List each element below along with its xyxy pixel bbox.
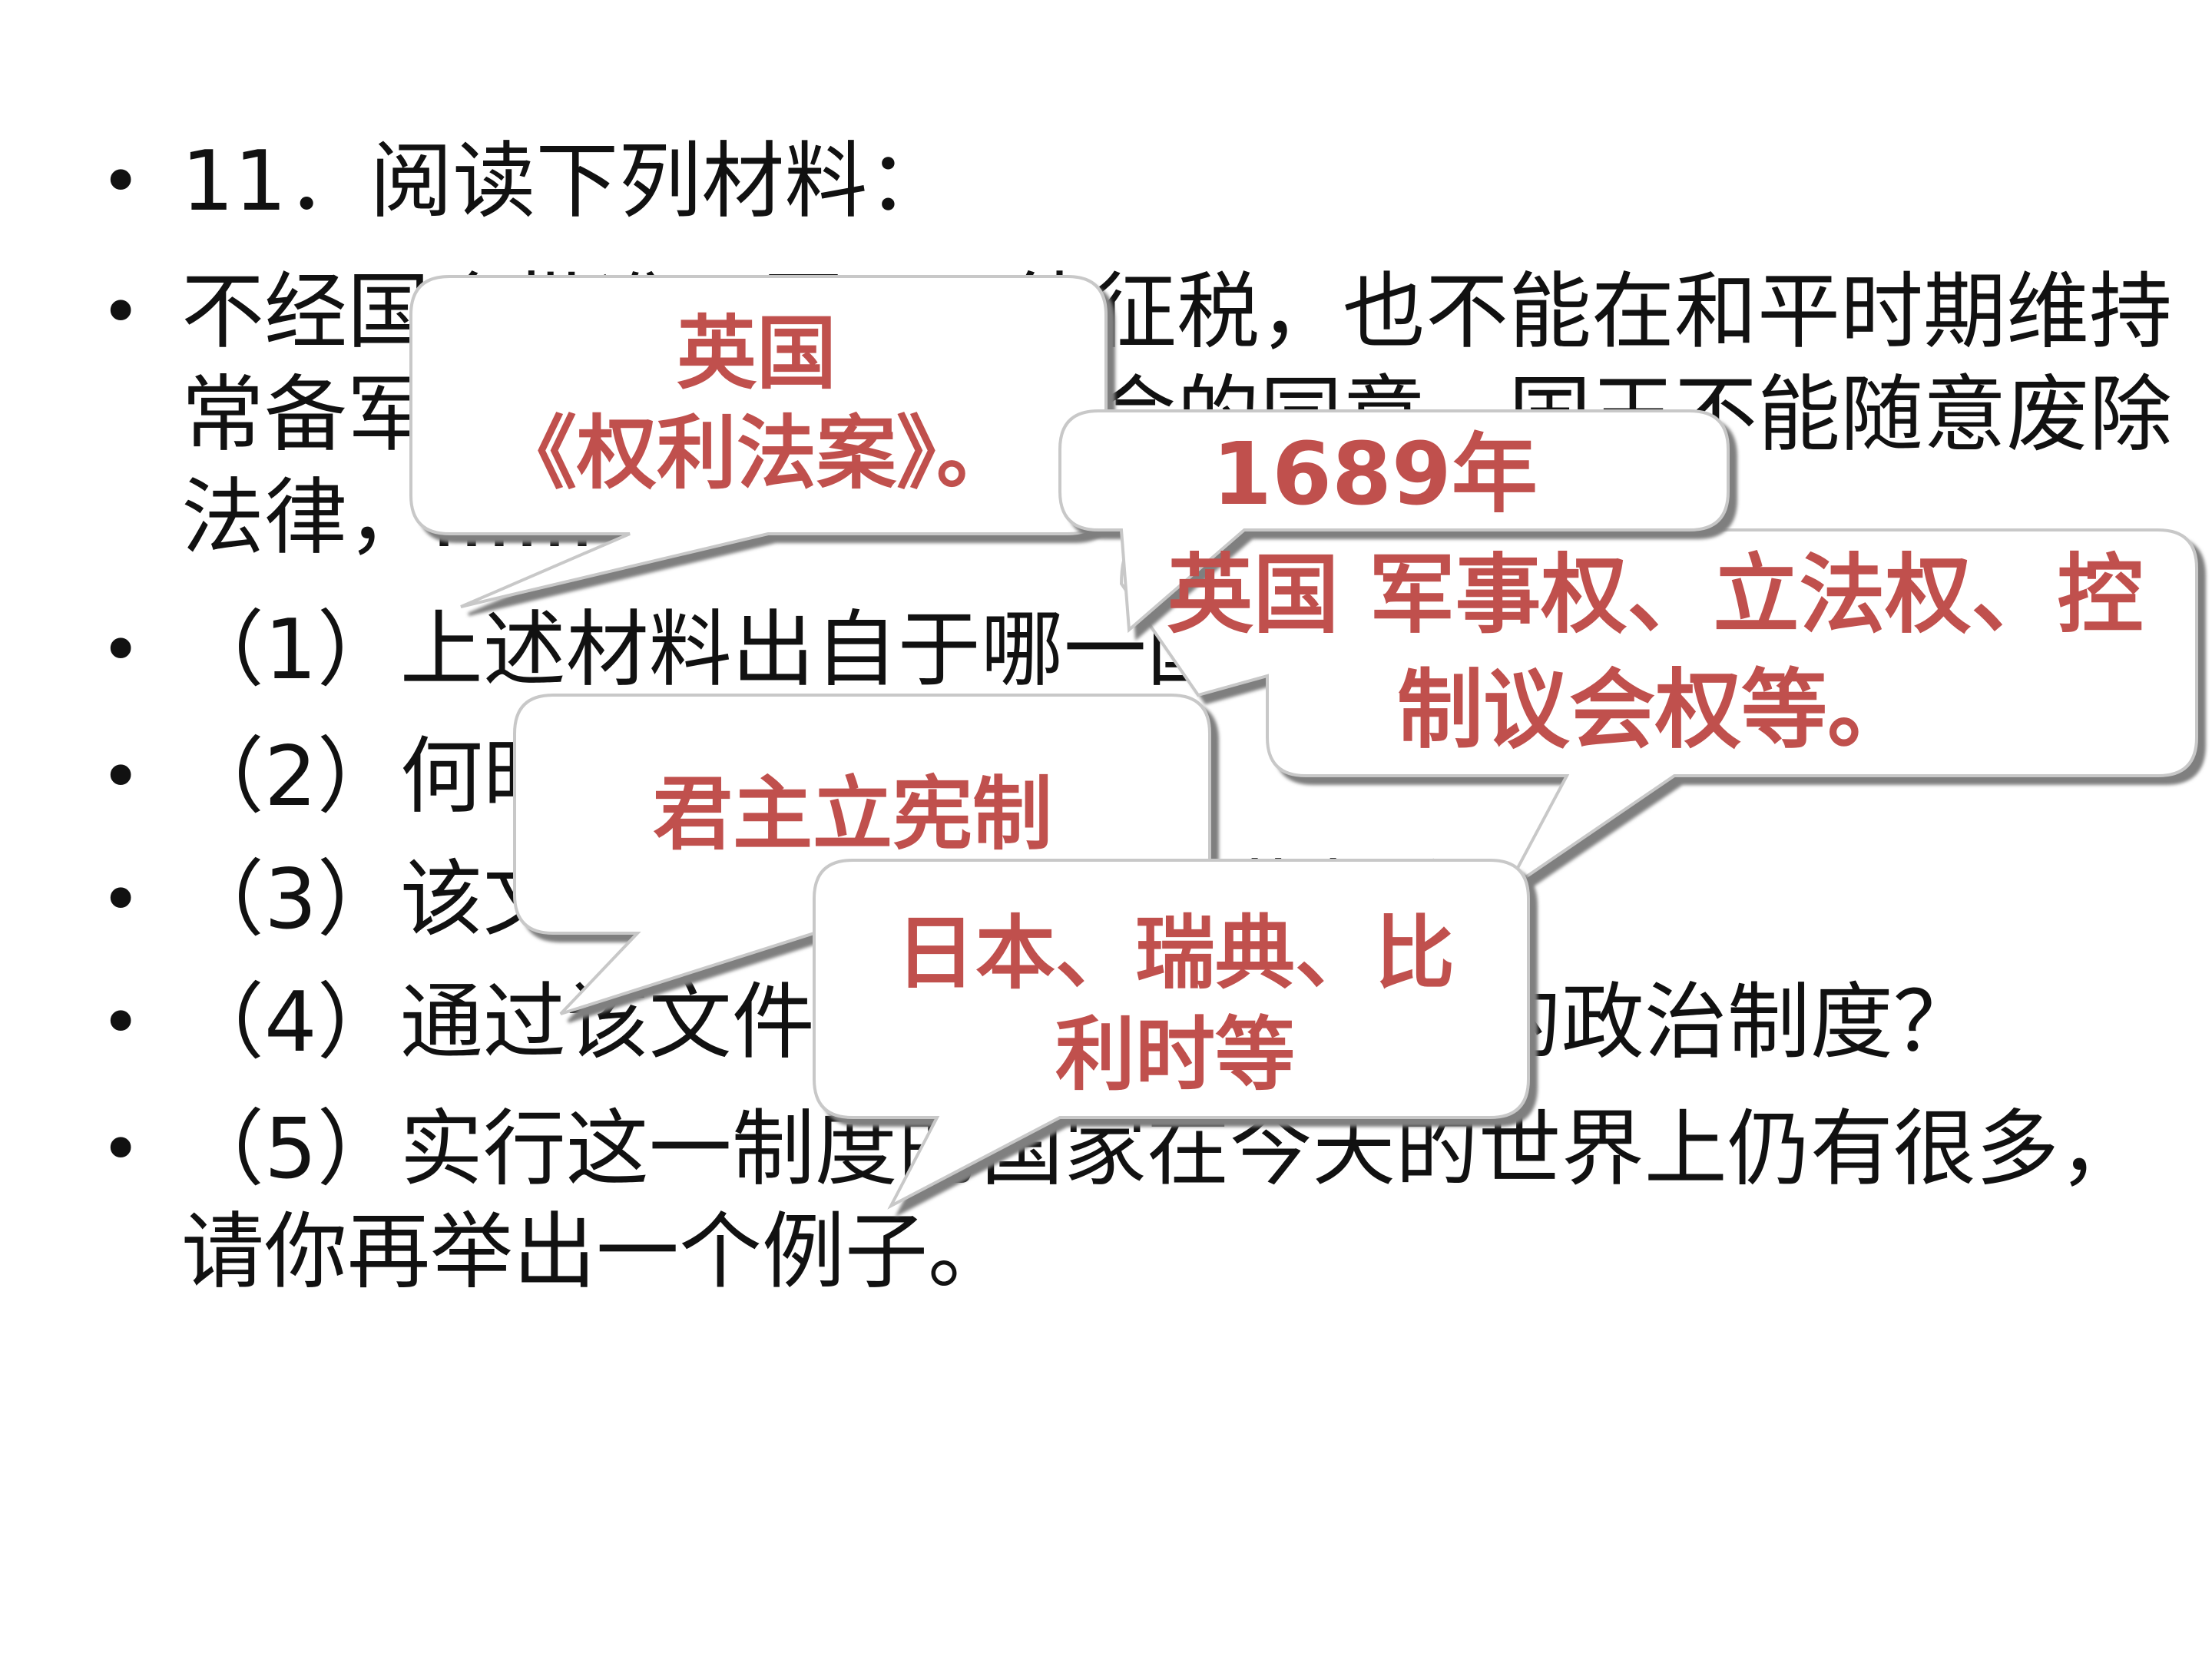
bullet-icon: • xyxy=(100,736,142,818)
bullet-icon: • xyxy=(100,609,142,691)
list-item: • 11．阅读下列材料： xyxy=(100,131,2178,233)
callout-bubble-system xyxy=(513,694,1211,1015)
answer-line: 英国 军事权、立法权、控 xyxy=(1167,545,2144,645)
answer-examples: 日本、瑞典、比 利时等 xyxy=(837,902,1513,1105)
bullet-icon: • xyxy=(100,271,142,353)
answer-year: 1689年 xyxy=(1075,421,1674,528)
callout-bubble-examples xyxy=(813,859,1530,1210)
answer-line: 利时等 xyxy=(1055,1008,1295,1101)
bullet-icon: • xyxy=(100,859,142,941)
callout-bubble-year xyxy=(1058,409,1730,634)
answer-restricted-powers: 英国 军事权、立法权、控 制议会权等。 xyxy=(1125,538,2185,768)
answer-line: 英国 xyxy=(676,306,836,400)
question-5: （5）实行这一制度的国家在今天的世界上仍有很多，请你再举出一个例子。 xyxy=(181,1101,2142,1300)
bullet-icon: • xyxy=(100,982,142,1064)
bullet-icon: • xyxy=(100,1108,142,1190)
answer-line: 日本、瑞典、比 xyxy=(895,906,1455,1000)
answer-line: 《权利法案》。 xyxy=(496,406,1016,500)
answer-line: 1689年 xyxy=(1212,425,1538,525)
answer-system: 君主立宪制 xyxy=(538,764,1167,864)
answer-line: 君主立宪制 xyxy=(652,767,1052,861)
answer-country-document: 英国 《权利法案》。 xyxy=(430,303,1083,503)
question-heading: 11．阅读下列材料： xyxy=(181,134,951,230)
bullet-icon: • xyxy=(100,141,142,223)
list-item: • （5）实行这一制度的国家在今天的世界上仍有很多，请你再举出一个例子。 xyxy=(100,1098,2178,1304)
answer-line: 制议会权等。 xyxy=(1397,661,1913,760)
callout-bubble-country-document xyxy=(409,275,1108,608)
